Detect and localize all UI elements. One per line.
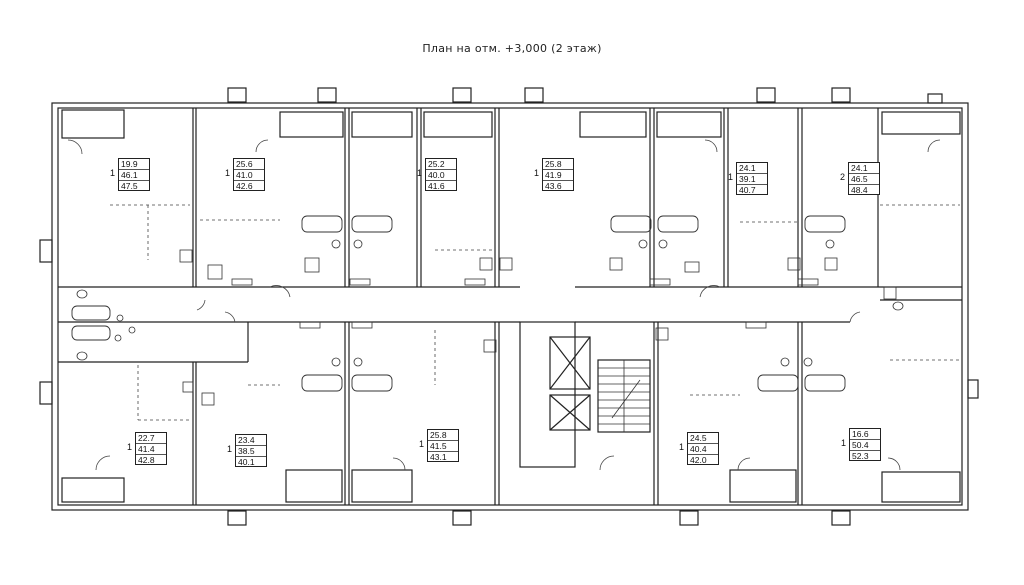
total-area: 41.5 <box>428 441 458 452</box>
living-area: 25.8 <box>543 159 573 170</box>
total-area: 46.1 <box>119 170 149 181</box>
total-area-with-balcony: 42.8 <box>138 455 155 465</box>
room-count: 1 <box>226 444 232 454</box>
living-area: 24.5 <box>688 433 718 444</box>
room-count: 1 <box>840 438 846 448</box>
room-count: 1 <box>418 439 424 449</box>
room-count: 1 <box>126 442 132 452</box>
total-area-with-balcony: 52.3 <box>852 451 869 461</box>
total-area-with-balcony: 47.5 <box>121 181 138 191</box>
room-count: 1 <box>224 168 230 178</box>
living-area: 25.8 <box>428 430 458 441</box>
living-area: 19.9 <box>119 159 149 170</box>
living-area: 24.1 <box>849 163 879 174</box>
total-area: 41.0 <box>234 170 264 181</box>
room-count: 1 <box>109 168 115 178</box>
total-area: 39.1 <box>737 174 767 185</box>
living-area: 23.4 <box>236 435 266 446</box>
total-area-with-balcony: 41.6 <box>428 181 445 191</box>
living-area: 25.6 <box>234 159 264 170</box>
elevator-shaft-2 <box>549 394 591 431</box>
living-area: 16.6 <box>850 429 880 440</box>
total-area-with-balcony: 43.1 <box>430 452 447 462</box>
total-area-with-balcony: 40.1 <box>238 457 255 467</box>
total-area-with-balcony: 48.4 <box>851 185 868 195</box>
plan-title: План на отм. +3,000 (2 этаж) <box>422 42 602 55</box>
room-count: 1 <box>678 442 684 452</box>
room-count: 1 <box>533 168 539 178</box>
outer-wall-inner <box>57 107 963 506</box>
room-count: 2 <box>839 172 845 182</box>
total-area: 38.5 <box>236 446 266 457</box>
room-count: 1 <box>416 168 422 178</box>
outer-wall <box>51 102 969 511</box>
total-area-with-balcony: 42.0 <box>690 455 707 465</box>
living-area: 25.2 <box>426 159 456 170</box>
total-area-with-balcony: 40.7 <box>739 185 756 195</box>
living-area: 24.1 <box>737 163 767 174</box>
room-count: 1 <box>727 172 733 182</box>
living-area: 22.7 <box>136 433 166 444</box>
total-area: 40.4 <box>688 444 718 455</box>
total-area-with-balcony: 42.6 <box>236 181 253 191</box>
total-area-with-balcony: 43.6 <box>545 181 562 191</box>
total-area: 41.4 <box>136 444 166 455</box>
total-area: 46.5 <box>849 174 879 185</box>
total-area: 50.4 <box>850 440 880 451</box>
total-area: 41.9 <box>543 170 573 181</box>
total-area: 40.0 <box>426 170 456 181</box>
elevator-shaft-1 <box>549 336 591 390</box>
